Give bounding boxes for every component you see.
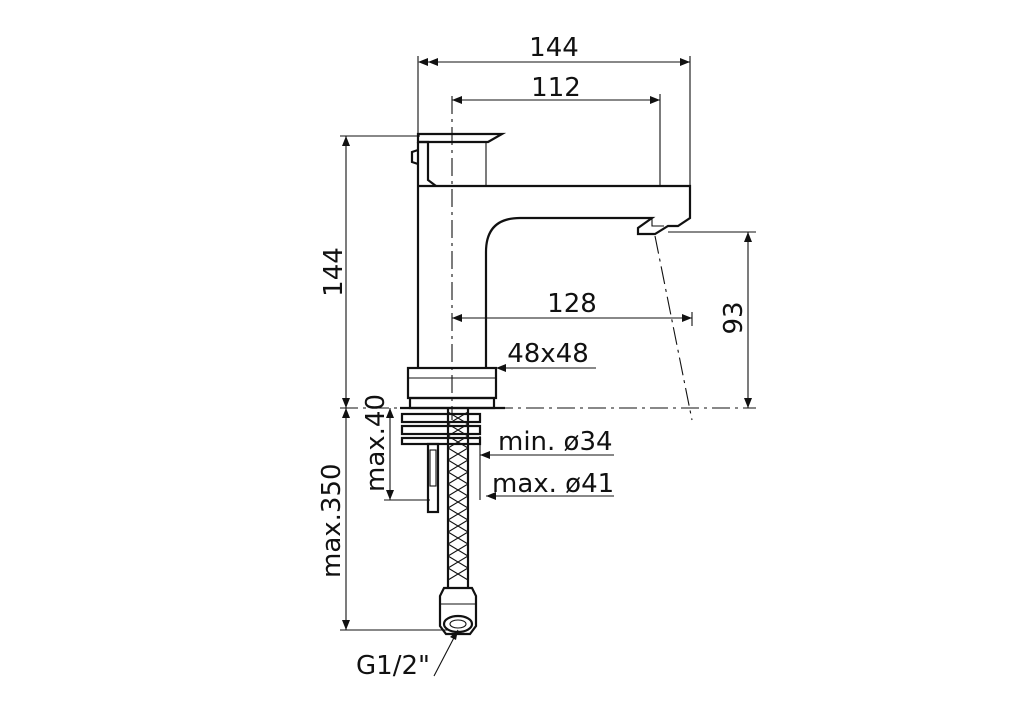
stud-nut (429, 449, 437, 487)
dimension-labels: 144 112 144 93 128 48x48 min. ø34 max. ø… (317, 33, 749, 681)
handle-lever-detail (418, 141, 487, 186)
dim-arrowheads (496, 364, 506, 372)
under-deck-fixings (400, 412, 482, 514)
label-hose-thread: G1/2" (356, 651, 430, 681)
label-deck-thickness: max.40 (361, 394, 391, 492)
hose-outline (446, 408, 470, 588)
hose-nut-thread (442, 614, 474, 634)
hose-braid (446, 411, 470, 581)
label-hole-min: min. ø34 (498, 427, 613, 457)
label-overall-height: 144 (319, 247, 349, 297)
aerator (651, 218, 664, 227)
flex-hose (438, 408, 478, 636)
label-hose-length: max.350 (317, 463, 347, 578)
body-outline (416, 142, 692, 368)
label-hole-max: max. ø41 (492, 469, 614, 499)
label-spout-reach: 112 (531, 73, 581, 103)
label-aerator-reach: 128 (547, 289, 597, 319)
center-lines (340, 96, 756, 421)
hose-nut (438, 586, 478, 636)
fixing-plate-1 (400, 412, 482, 424)
threaded-stud (426, 442, 440, 514)
label-overall-width: 144 (529, 33, 579, 63)
dim-arrowheads (386, 408, 394, 500)
fixing-plate-2 (400, 424, 482, 436)
hose-nut-bore (449, 619, 467, 629)
label-spout-height: 93 (719, 301, 749, 334)
dim-arrowheads (450, 630, 458, 640)
cartridge-cap (410, 140, 437, 187)
water-stream-axis (654, 235, 693, 421)
dim-arrowheads (486, 492, 496, 500)
dimension-lines (340, 56, 756, 677)
label-base-size: 48x48 (507, 339, 589, 369)
handle-lever (416, 132, 507, 144)
dim-arrowheads (480, 451, 490, 459)
